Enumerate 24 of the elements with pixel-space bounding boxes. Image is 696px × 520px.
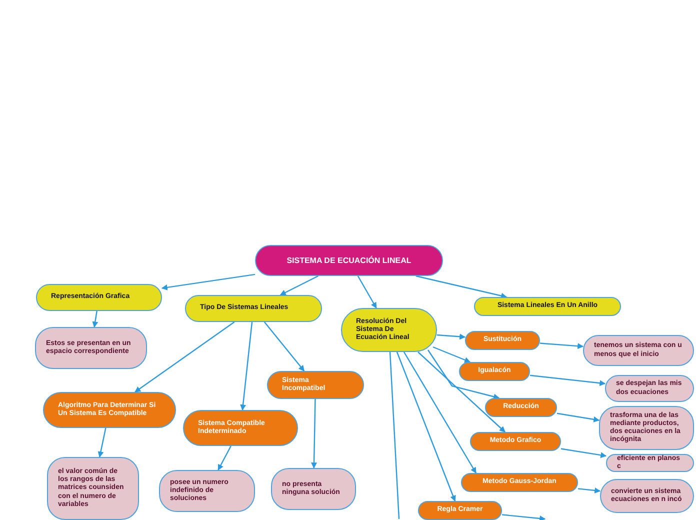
arrow (560, 448, 607, 458)
arrow (357, 276, 377, 309)
root-topic: SISTEMA DE ECUACIÓN LINEAL (255, 245, 443, 276)
arrow (134, 322, 235, 392)
arrow (98, 428, 106, 458)
arrow (436, 334, 466, 340)
arrow (264, 322, 305, 372)
arrow (92, 310, 98, 328)
arrow (578, 487, 601, 494)
arrow (161, 274, 256, 290)
arrow (502, 514, 546, 520)
arrow (418, 352, 506, 432)
arrow (240, 322, 253, 411)
arrow (530, 374, 606, 386)
arrow (280, 275, 318, 296)
arrow (311, 398, 317, 469)
arrow (432, 346, 471, 363)
arrow (396, 352, 456, 502)
arrow (403, 352, 477, 474)
arrow (428, 350, 500, 400)
arrow (218, 446, 232, 471)
arrow (416, 275, 508, 299)
arrow (556, 412, 600, 422)
arrow (540, 342, 584, 350)
